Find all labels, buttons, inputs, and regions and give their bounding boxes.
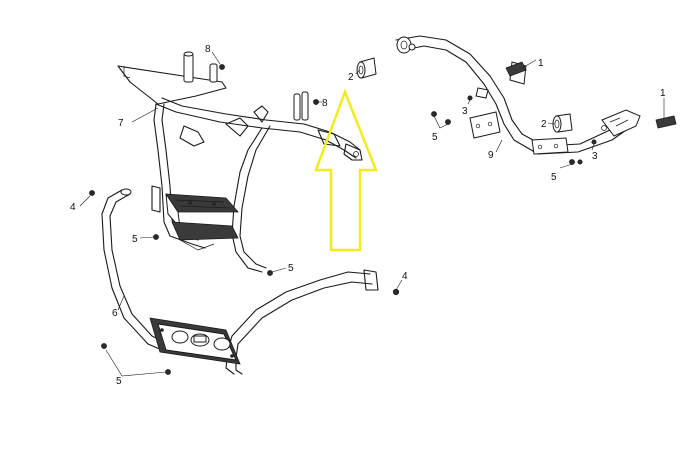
callout-8-right: 8 [322,98,328,109]
callout-9: 9 [488,150,494,161]
lower-guard-bar [101,188,379,375]
end-cap-upper [505,61,527,77]
bushing-upper [356,57,377,79]
callout-3-right: 3 [592,151,598,162]
callout-2-upper: 2 [348,72,354,83]
callout-7: 7 [118,118,124,129]
callout-2-right: 2 [541,119,547,130]
front-frame [117,51,363,273]
callout-1-upper: 1 [538,58,544,69]
callout-6: 6 [112,308,118,319]
leader-lines [79,51,665,377]
highlight-arrow [314,88,378,252]
callout-5-frame-left: 5 [132,234,138,245]
rear-bar-assembly [395,35,641,155]
bushing-right [552,113,573,133]
bolts [89,64,597,375]
callout-5-guard: 5 [116,376,122,387]
callout-5-frame-right: 5 [288,263,294,274]
callout-5-rear-left: 5 [432,132,438,143]
callout-4-left: 4 [70,202,76,213]
callout-5-rear-right: 5 [551,172,557,183]
callout-8-left: 8 [205,44,211,55]
callout-4-right: 4 [402,271,408,282]
callout-3-left: 3 [462,106,468,117]
end-cap-right [655,115,677,129]
callout-1-right: 1 [660,88,666,99]
